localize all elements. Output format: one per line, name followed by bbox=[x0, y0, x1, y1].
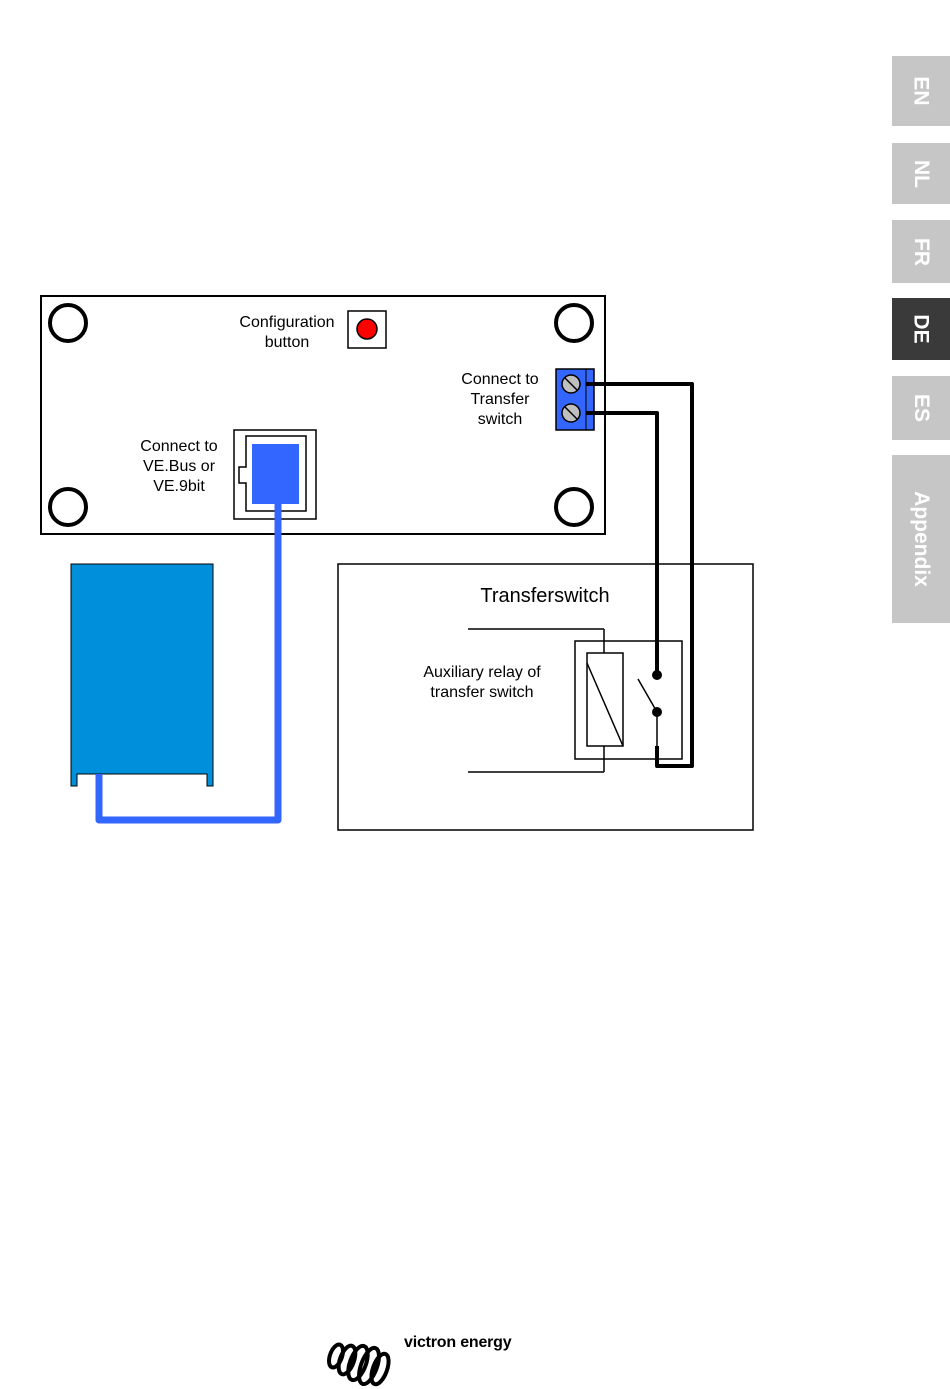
vebus-label-line2: VE.Bus or bbox=[143, 458, 216, 475]
relay-label-line1: Auxiliary relay of bbox=[423, 664, 541, 681]
mounting-hole-bottom-right bbox=[556, 489, 592, 525]
config-label-line1: Configuration bbox=[239, 314, 334, 331]
transferswitch-title: Transferswitch bbox=[480, 585, 609, 607]
config-button[interactable] bbox=[357, 319, 377, 339]
transfer-label-line3: switch bbox=[478, 411, 522, 428]
relay-contact-arm bbox=[638, 679, 657, 712]
mounting-hole-bottom-left bbox=[50, 489, 86, 525]
transfer-label-line2: Transfer bbox=[471, 391, 531, 408]
config-label-line2: button bbox=[265, 334, 309, 351]
mounting-hole-top-left bbox=[50, 305, 86, 341]
victron-logo-icon bbox=[326, 1343, 392, 1387]
rj45-plug bbox=[252, 444, 299, 504]
vebus-label-line1: Connect to bbox=[140, 438, 217, 455]
footer-brand: victron energy bbox=[404, 1334, 511, 1352]
transfer-label-line1: Connect to bbox=[461, 371, 538, 388]
vebus-label-line3: VE.9bit bbox=[153, 478, 205, 495]
relay-label-line2: transfer switch bbox=[430, 684, 533, 701]
mounting-hole-top-right bbox=[556, 305, 592, 341]
blue-device bbox=[71, 564, 213, 786]
